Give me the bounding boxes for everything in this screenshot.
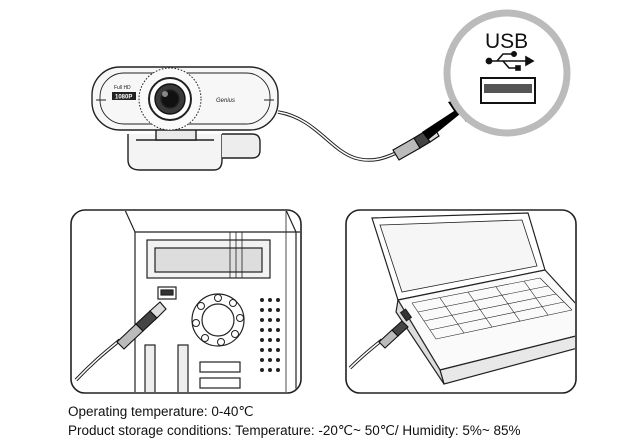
operating-temperature-text: Operating temperature: 0-40℃ bbox=[68, 404, 254, 419]
webcam-lens bbox=[138, 67, 202, 131]
storage-conditions-text: Product storage conditions: Temperature:… bbox=[68, 423, 521, 438]
desktop-panel bbox=[70, 209, 302, 394]
webcam-cable bbox=[277, 110, 397, 162]
usb-port-callout bbox=[443, 9, 571, 137]
webcam-badge: Full HD 1080P bbox=[112, 85, 136, 101]
webcam-illustration bbox=[91, 66, 279, 171]
usb-trident-icon bbox=[485, 50, 535, 71]
usb-label: USB bbox=[485, 30, 528, 53]
badge-line2: 1080P bbox=[115, 95, 132, 101]
webcam-stand bbox=[127, 125, 261, 171]
badge-line1: Full HD bbox=[114, 85, 131, 91]
laptop-panel bbox=[345, 209, 577, 394]
webcam-brand: Genius bbox=[216, 98, 235, 104]
